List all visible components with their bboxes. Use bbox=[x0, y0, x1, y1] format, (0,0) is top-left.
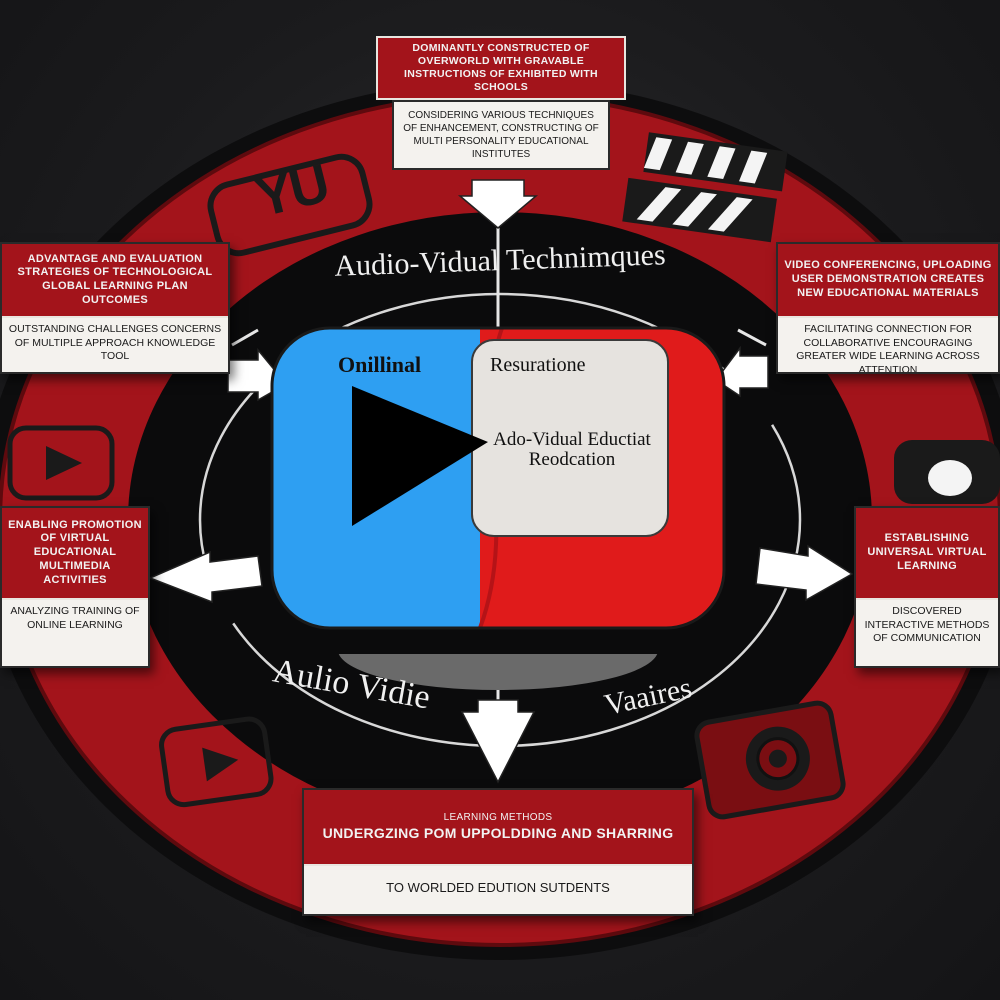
card-right-lower: Establishing universal virtual learning … bbox=[854, 506, 1000, 668]
ring-dash-left bbox=[231, 328, 259, 347]
screen-label-right: Resurationе bbox=[490, 354, 586, 376]
card-right-lower-body: Discovered interactive methods of commun… bbox=[864, 605, 990, 645]
card-bottom-body: To worlded edution sutdents bbox=[386, 880, 610, 895]
ring-dash-right bbox=[737, 328, 767, 347]
arrow-left-lower bbox=[148, 550, 263, 604]
card-bottom-header-small: Learning methods bbox=[443, 812, 553, 823]
card-bottom-header: Learning methods Undergzing pom uppolddi… bbox=[304, 790, 692, 866]
arrow-right-lower bbox=[755, 544, 854, 602]
clapperboard-icon bbox=[622, 132, 788, 243]
record-icon-right bbox=[894, 440, 1000, 504]
screen-border bbox=[270, 326, 726, 630]
card-top-header: Dominantly constructed of overworld with… bbox=[376, 36, 626, 100]
card-left-upper-body: Outstanding challenges concerns of multi… bbox=[8, 323, 222, 363]
play-button-icon-bottom bbox=[159, 716, 274, 808]
card-bottom-header-main: Undergzing pom uppoldding and sharring bbox=[322, 824, 674, 841]
arrow-right-upper bbox=[714, 345, 769, 398]
card-top-body: Considering various techniques of enhanc… bbox=[392, 100, 610, 170]
play-triangle-icon bbox=[352, 386, 488, 526]
card-left-lower-body: Analyzing training of online learning bbox=[10, 605, 140, 631]
card-left-upper: Advantage and evaluation strategies of t… bbox=[0, 242, 230, 374]
card-right-upper: Video conferencing, uploading user demon… bbox=[776, 242, 1000, 374]
card-right-lower-header: Establishing universal virtual learning bbox=[856, 508, 998, 600]
logo-yu-icon bbox=[207, 153, 373, 257]
camera-icon bbox=[694, 700, 846, 820]
card-left-lower-header: Enabling promotion of virtual educationa… bbox=[2, 508, 148, 600]
card-right-upper-body: Facilitating connection for collaborativ… bbox=[796, 323, 980, 374]
screen-label-left: Onillinal bbox=[338, 352, 422, 377]
screen-label-inner: Ado-Vidual Eductiat Reodcation bbox=[493, 429, 651, 470]
play-button-icon-left bbox=[7, 425, 115, 501]
card-left-lower: Enabling promotion of virtual educationa… bbox=[0, 506, 150, 668]
arrow-bottom bbox=[460, 699, 536, 784]
card-top: Dominantly constructed of overworld with… bbox=[376, 36, 626, 172]
card-right-upper-header: Video conferencing, uploading user demon… bbox=[778, 244, 998, 318]
card-left-upper-header: Advantage and evaluation strategies of t… bbox=[2, 244, 228, 318]
arrow-top bbox=[457, 179, 539, 229]
card-bottom: Learning methods Undergzing pom uppolddi… bbox=[302, 788, 694, 916]
